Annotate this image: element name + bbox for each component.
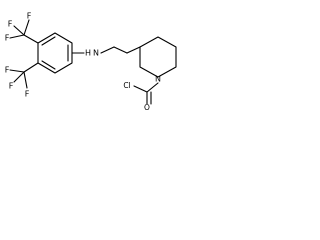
amine-h-label: H <box>85 49 91 58</box>
upper-cf3-bond-b <box>23 19 30 36</box>
upper-trifluoromethyl-group: F F F <box>5 12 39 44</box>
aromatic-ring <box>37 32 73 74</box>
cf3-top-label-f2: F <box>27 12 32 21</box>
lower-cf3-bond-a <box>9 69 25 73</box>
carbonyl-carbon-bond <box>146 82 159 93</box>
lower-aryl-cf3-bond <box>23 62 39 73</box>
cf3-top-label-f3: F <box>5 34 10 43</box>
lower-cf3-bond-b <box>13 71 25 83</box>
chloroacetyl-group: O Cl <box>123 81 159 112</box>
cf3-bottom-label-f3: F <box>25 90 30 99</box>
piperidine-ring: N <box>139 36 177 84</box>
ring-nitrogen-label: N <box>155 75 161 84</box>
piperidine-outline <box>139 36 177 78</box>
amine-chain-bond-2 <box>113 46 128 54</box>
upper-cf3-bond-c <box>9 34 25 39</box>
aromatic-inner-bond-1 <box>41 36 56 46</box>
cf3-top-label-f1: F <box>8 20 13 29</box>
upper-cf3-bond-a <box>13 25 25 36</box>
chemical-structure-diagram: F F F F F F H N N <box>5 12 177 112</box>
amine-chain-bond-1 <box>100 46 115 54</box>
carbonyl-oxygen-label: O <box>144 103 150 112</box>
chain-to-ring-bond <box>126 46 141 54</box>
lower-trifluoromethyl-group: F F F <box>5 62 39 99</box>
amine-linker: H N <box>71 46 141 58</box>
upper-aryl-cf3-bond <box>23 34 39 44</box>
aromatic-inner-bond-3 <box>41 60 56 70</box>
molecule-canvas: F F F F F F H N N <box>0 0 191 112</box>
alpha-carbon-bond <box>133 85 148 93</box>
cf3-bottom-label-f2: F <box>9 82 14 91</box>
benzene-ring-outline <box>37 32 73 74</box>
cf3-bottom-label-f1: F <box>5 66 10 75</box>
amine-n-label: N <box>93 49 99 58</box>
lower-cf3-bond-c <box>23 71 28 89</box>
chlorine-label: Cl <box>123 81 130 90</box>
